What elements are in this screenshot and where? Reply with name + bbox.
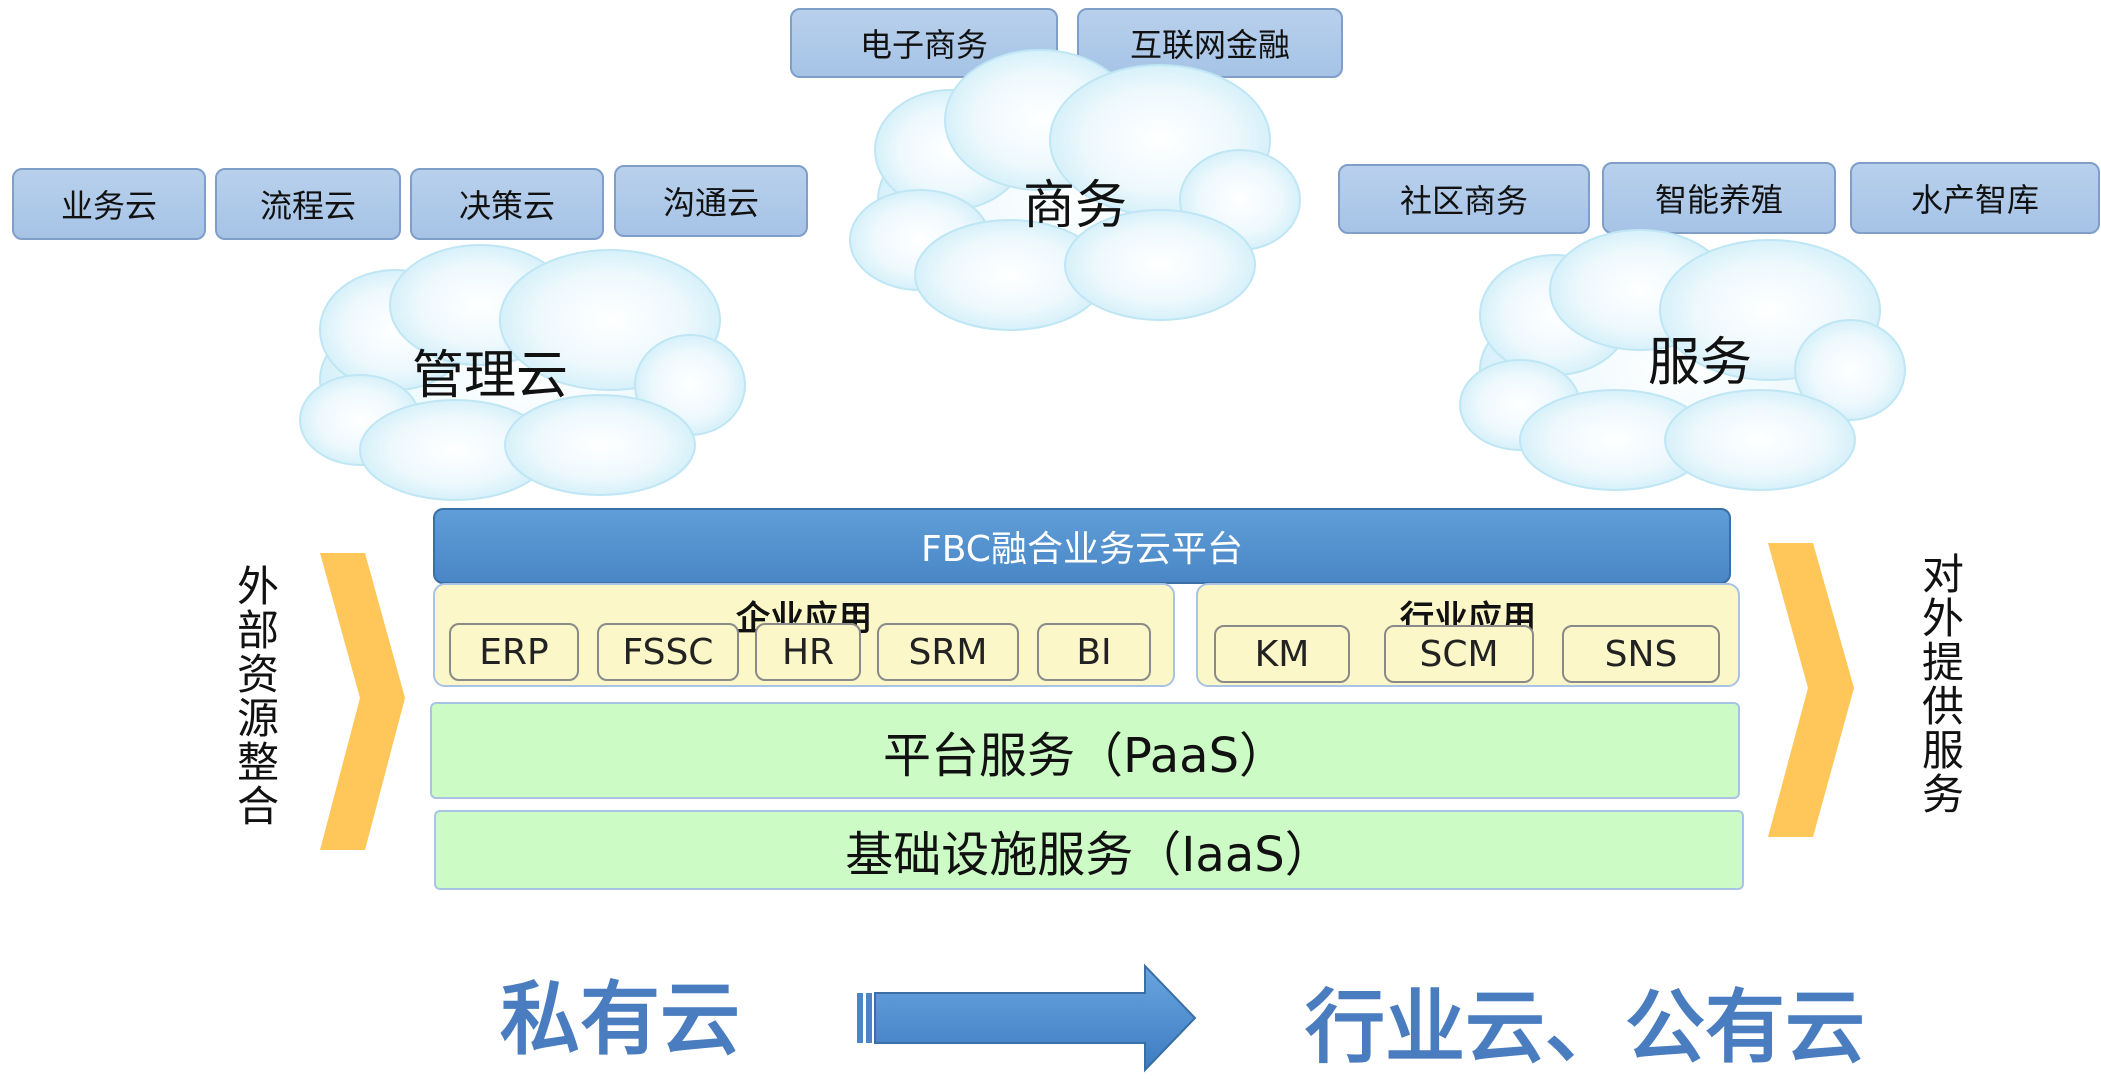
tag-decision-cloud: 决策云 [410, 168, 604, 240]
iaas-layer: 基础设施服务（IaaS） [434, 810, 1744, 890]
paas-layer: 平台服务（PaaS） [430, 702, 1740, 799]
tag-business-cloud: 业务云 [12, 168, 206, 240]
platform-title-bar: FBC融合业务云平台 [433, 508, 1731, 584]
app-fssc: FSSC [597, 623, 739, 681]
industry-apps-group: 行业应用 KM SCM SNS [1196, 583, 1740, 687]
cloud-label-management: 管理云 [411, 345, 568, 406]
app-km: KM [1214, 625, 1350, 683]
enterprise-apps-group: 企业应用 ERP FSSC HR SRM BI [433, 583, 1175, 687]
right-arrow [857, 963, 1197, 1073]
tag-process-cloud: 流程云 [215, 168, 401, 240]
app-erp: ERP [449, 623, 579, 681]
cloud-label-service: 服务 [1647, 332, 1752, 393]
management-cloud [299, 244, 746, 501]
app-hr: HR [755, 623, 861, 681]
tag-community-business: 社区商务 [1338, 164, 1590, 234]
service-cloud [1459, 229, 1906, 491]
app-srm: SRM [877, 623, 1019, 681]
cloud-label-business: 商务 [1022, 175, 1127, 236]
private-cloud-label: 私有云 [500, 973, 740, 1066]
left-vertical-text: 外 部 资 源 整 合 [236, 562, 279, 831]
tag-smart-farming: 智能养殖 [1602, 162, 1836, 234]
left-chevron [320, 553, 405, 850]
app-sns: SNS [1562, 625, 1720, 683]
app-bi: BI [1037, 623, 1151, 681]
app-scm: SCM [1384, 625, 1534, 683]
industry-public-cloud-label: 行业云、公有云 [1305, 981, 1865, 1074]
right-chevron [1768, 543, 1854, 837]
tag-ecommerce: 电子商务 [790, 8, 1058, 78]
tag-communication-cloud: 沟通云 [614, 165, 808, 237]
business-cloud [849, 49, 1301, 331]
tag-aquatic-knowledge: 水产智库 [1850, 162, 2100, 234]
right-vertical-text: 对 外 提 供 服 务 [1921, 550, 1964, 819]
